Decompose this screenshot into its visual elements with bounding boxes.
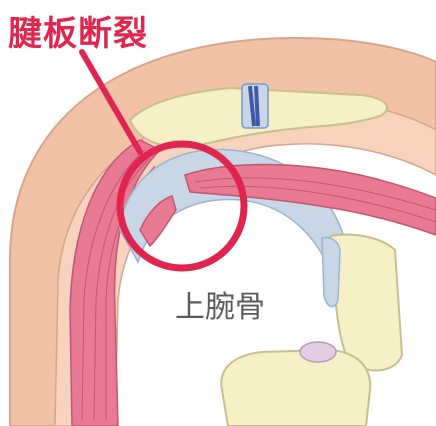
bursa xyxy=(300,342,336,362)
injury-label: 腱板断裂 xyxy=(8,6,148,55)
bone-label: 上腕骨 xyxy=(175,282,265,326)
humerus-shaft xyxy=(221,350,370,426)
glenoid-cartilage xyxy=(322,238,340,307)
scapula-bone xyxy=(330,235,402,371)
